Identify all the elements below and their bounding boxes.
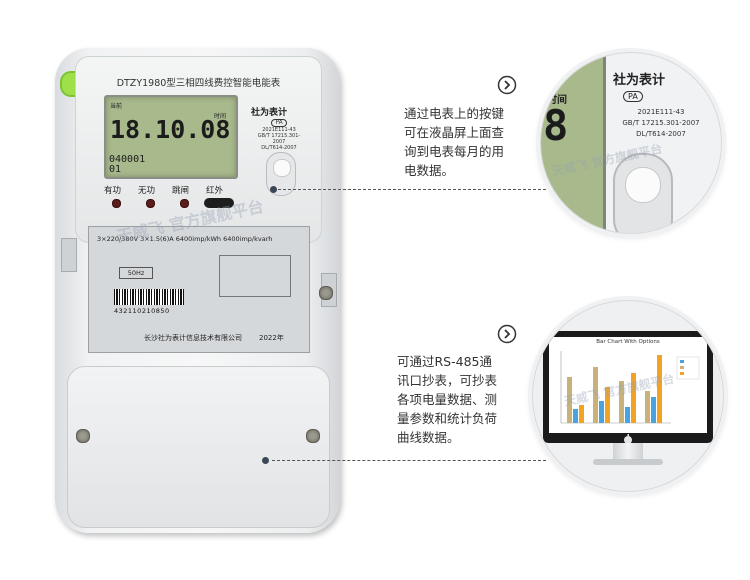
zoom-std-3: DL/T614-2007 (636, 130, 686, 138)
serial-number: 432110210850 (114, 307, 170, 315)
callout-bottom-line-2: 讯口抄表，可抄表 (397, 373, 498, 388)
lcd-secondary-readout: 040001 01 (109, 155, 145, 175)
plate-ratings: 3×220/380V 3×1.5(6)A 6400imp/kWh 6400imp… (97, 235, 273, 243)
side-screw (319, 286, 333, 300)
lcd-label-current: 当前 (110, 103, 123, 110)
zoom-std-1: 2021E111-43 (637, 108, 685, 116)
standard-line-3: DL/T614-2007 (261, 145, 297, 151)
reactive-led (146, 199, 155, 208)
lcd-main-readout: 18.10.08 (110, 115, 231, 144)
left-latch (61, 238, 77, 272)
zoom-brand: 社为表计 (613, 73, 666, 88)
monitor-screen: Bar Chart With Options (549, 337, 707, 433)
brand-label: 社为表计 (251, 108, 288, 118)
callout-bottom-line-4: 量参数和统计负荷 (397, 411, 498, 426)
monitor-chart-title: Bar Chart With Options (596, 339, 660, 345)
zoom-circle-lcd: 时间 8 社为表计 PA 2021E111-43 GB/T 17215.301-… (540, 52, 722, 234)
lcd-label-time: 时间 (214, 113, 227, 120)
callout-top-text: 通过电表上的按键 可在液晶屏上面查 询到电表每月的用 电数据。 (404, 104, 504, 180)
cert-pa-mark: PA (271, 119, 287, 127)
monitor-chart-graphic (560, 351, 700, 424)
cover-screw-right (306, 429, 320, 443)
leader-line-bottom (272, 460, 546, 461)
trip-led (180, 199, 189, 208)
plate-frequency: 50Hz (119, 267, 153, 279)
nameplate: 3×220/380V 3×1.5(6)A 6400imp/kWh 6400imp… (88, 226, 310, 353)
standard-line-2: GB/T 17215.301-2007 (257, 133, 301, 145)
callout-bottom-line-1: 可通过RS-485通 (397, 354, 492, 369)
zoom-button-knob[interactable] (625, 167, 661, 203)
monitor-bezel: Bar Chart With Options (543, 331, 713, 443)
callout-bottom-line-3: 各项电量数据、测 (397, 392, 498, 407)
callout-top-line-4: 电数据。 (404, 163, 455, 178)
indicator-trip-label: 跳闸 (172, 186, 190, 196)
infrared-port (204, 198, 234, 208)
callout-top-line-2: 可在液晶屏上面查 (404, 125, 505, 140)
lcd-secondary-line-2: 01 (109, 164, 122, 175)
wiring-diagram (219, 255, 291, 297)
zoom-circle-monitor: Bar Chart With Options (532, 300, 724, 492)
terminal-cover (67, 366, 330, 528)
leader-dot-top (270, 186, 277, 193)
callout-top-line-1: 通过电表上的按键 (404, 106, 505, 121)
callout-bottom-text: 可通过RS-485通 讯口抄表，可抄表 各项电量数据、测 量参数和统计负荷 曲线… (397, 352, 497, 447)
zoom-lcd-digit: 8 (543, 101, 569, 150)
indicator-infrared-label: 红外 (206, 186, 224, 196)
apple-logo-icon (624, 434, 632, 444)
monitor-stand-base (593, 459, 663, 465)
zoom-standards: 2021E111-43 GB/T 17215.301-2007 DL/T614-… (611, 107, 711, 140)
barcode (114, 289, 184, 305)
zoom-time-label: 时间 (547, 95, 567, 106)
lcd-screen: 当前 时间 18.10.08 040001 01 (104, 95, 238, 179)
cert-block: PA 2021E111-43 GB/T 17215.301-2007 DL/T6… (254, 119, 304, 151)
standard-line-1: 2021E111-43 (262, 127, 296, 133)
callout-bottom-line-5: 曲线数据。 (397, 430, 460, 445)
chevron-right-circle-icon (497, 324, 517, 344)
lcd-secondary-line-1: 040001 (109, 154, 146, 165)
button-knob[interactable] (273, 159, 291, 177)
zoom-lcd (541, 53, 606, 233)
zoom-std-2: GB/T 17215.301-2007 (622, 119, 700, 127)
active-led (112, 199, 121, 208)
zoom-cert-pa: PA (623, 91, 643, 102)
meter-model-title: DTZY1980型三相四线费控智能电能表 (116, 78, 281, 89)
indicator-active-label: 有功 (104, 186, 122, 196)
chevron-right-circle-icon (497, 75, 517, 95)
callout-top-line-3: 询到电表每月的用 (404, 144, 505, 159)
monitor-stand-neck (613, 443, 643, 461)
indicator-reactive-label: 无功 (138, 186, 156, 196)
manufacturer-name: 长沙社为表计信息技术有限公司 (144, 334, 242, 342)
zoom-button-frame[interactable] (613, 153, 673, 233)
energy-meter: DTZY1980型三相四线费控智能电能表 当前 时间 18.10.08 0400… (55, 48, 340, 533)
leader-dot-bottom (262, 457, 269, 464)
manufacture-year: 2022年 (259, 334, 284, 342)
leader-line-top (278, 189, 546, 190)
cover-screw-left (76, 429, 90, 443)
